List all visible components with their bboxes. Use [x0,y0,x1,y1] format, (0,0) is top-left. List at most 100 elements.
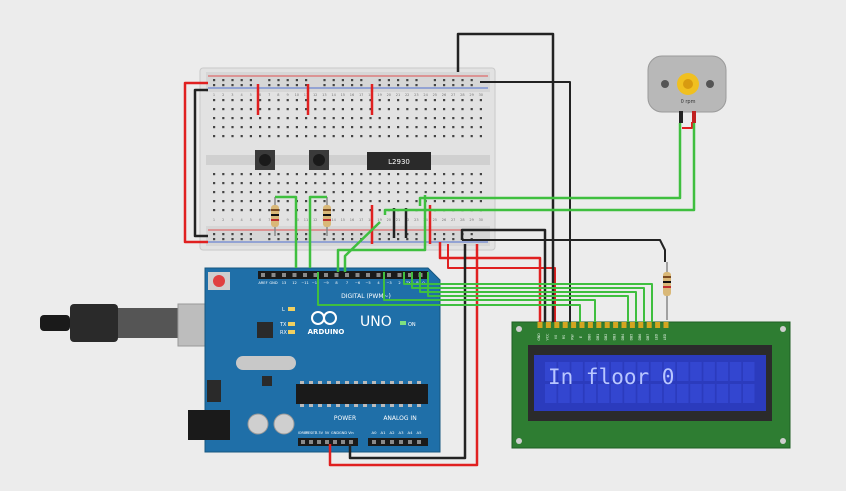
lcd-pin-label: DB0 [587,334,591,341]
lcd-pin[interactable] [655,322,661,328]
lcd-pin[interactable] [571,322,577,328]
digital-pin-label: 13 [282,281,287,285]
analog-pin[interactable] [417,440,421,444]
motor-driver-ic[interactable]: L2930 [367,152,431,170]
resistor-1[interactable] [271,197,279,236]
digital-pin[interactable] [345,273,349,277]
power-pin-label: 3.3V [315,431,324,435]
analog-pin[interactable] [390,440,394,444]
digital-pin[interactable] [271,273,276,277]
push-button-1[interactable] [255,150,275,170]
digital-pin[interactable] [376,273,381,277]
lcd-pin[interactable] [663,322,669,328]
breadboard-row-number: 6 [259,93,261,97]
resistor-2[interactable] [323,197,331,236]
digital-pin[interactable] [261,273,265,277]
breadboard-row-number: 24 [423,93,428,97]
lcd-pin[interactable] [562,322,568,328]
analog-pin[interactable] [372,440,376,444]
digital-pin[interactable] [387,273,391,277]
breadboard-row-number: 5 [250,93,252,97]
digital-pin-label: ~6 [355,281,361,285]
lcd-pin[interactable] [587,322,593,328]
digital-pin-label: 2 [398,281,400,285]
breadboard-row-number: 8 [277,93,279,97]
breadboard-row-number: 4 [240,93,243,97]
breadboard-row-number: 23 [414,218,418,222]
analog-label: ANALOG IN [383,415,416,422]
analog-pin-label: A3 [398,430,404,435]
digital-pin[interactable] [334,273,339,277]
wires[interactable] [183,32,696,467]
breadboard-row-number: 9 [286,93,288,97]
breadboard-holes[interactable] [213,79,482,241]
lcd-pin-label: DB4 [621,334,625,341]
power-jack[interactable] [188,410,230,440]
digital-pin[interactable] [355,273,360,277]
resistor-3[interactable] [663,262,671,320]
breadboard-row-number: 21 [396,218,400,222]
reset-button[interactable] [213,275,225,287]
breadboard-row-number: 26 [442,218,446,222]
breadboard-row-number: 12 [313,93,317,97]
breadboard-row-number: 18 [368,218,372,222]
breadboard-row-number: 1 [213,218,215,222]
breadboard[interactable]: 1122334455667788991010111112121313141415… [199,67,496,251]
lcd-pin[interactable] [545,322,551,328]
lcd-pin[interactable] [613,322,619,328]
tx-label: TX [279,322,287,328]
breadboard-row-number: 30 [479,218,483,222]
power-pin[interactable] [341,440,345,444]
analog-pin[interactable] [381,440,385,444]
breadboard-row-number: 2 [222,218,224,222]
dc-motor[interactable]: 0 rpm [647,55,727,123]
power-pin[interactable] [349,440,353,444]
power-pin[interactable] [301,440,305,444]
lcd-pin-label: LED [655,333,659,340]
breadboard-row-number: 1 [213,93,215,97]
lcd-pin-label: VCC [545,333,549,340]
breadboard-row-number: 14 [331,93,336,97]
digital-pin[interactable] [366,273,370,277]
lcd-pin[interactable] [629,322,635,328]
lcd-pin[interactable] [596,322,602,328]
analog-pin[interactable] [408,440,412,444]
breadboard-row-number: 12 [313,218,317,222]
capacitor-1 [247,413,269,435]
l-label: L [282,307,285,313]
digital-label: DIGITAL (PWM~) [341,293,391,300]
lcd-pin[interactable] [537,322,543,328]
power-pin[interactable] [325,440,329,444]
lcd-pin[interactable] [638,322,644,328]
power-pin[interactable] [317,440,321,444]
analog-pin[interactable] [399,440,403,444]
breadboard-row-number: 15 [341,93,345,97]
digital-pin-label: 4 [377,281,380,285]
digital-pin[interactable] [324,273,328,277]
push-button-2[interactable] [309,150,329,170]
breadboard-row-number: 6 [259,218,261,222]
power-pin[interactable] [309,440,313,444]
lcd-pin[interactable] [604,322,610,328]
lcd-pin[interactable] [646,322,652,328]
digital-pin[interactable] [282,273,286,277]
digital-pin[interactable] [397,273,402,277]
lcd-pin[interactable] [579,322,585,328]
power-pin[interactable] [333,440,337,444]
digital-pin[interactable] [408,273,412,277]
digital-pin-label: 8 [335,281,338,285]
digital-pin[interactable] [313,273,318,277]
breadboard-row-number: 5 [250,218,252,222]
breadboard-row-number: 11 [304,93,308,97]
digital-pin-label: ~3 [386,281,391,285]
digital-pin[interactable] [292,273,297,277]
brand-label: ARDUINO [308,328,345,336]
digital-pin[interactable] [303,273,307,277]
lcd-pin[interactable] [621,322,627,328]
lcd-pin[interactable] [554,322,560,328]
